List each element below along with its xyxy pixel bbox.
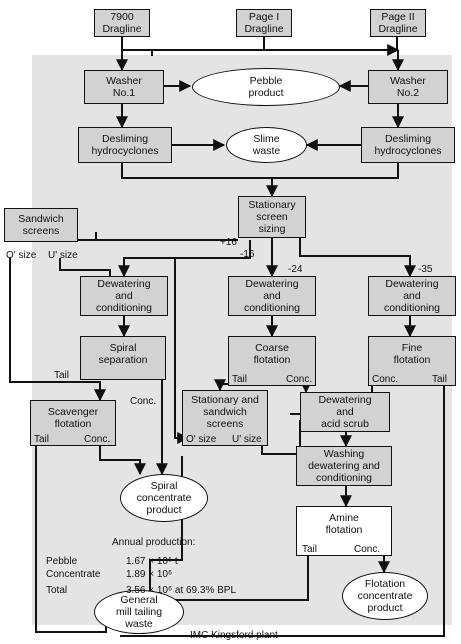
fine-tail-label: Tail xyxy=(432,374,448,385)
coarse-tail-label: Tail xyxy=(232,374,248,385)
dewatering-left-box: Dewatering and conditioning xyxy=(80,276,168,316)
minus24-label: -24 xyxy=(288,264,303,275)
general-mill-tailing-waste-ellipse: General mill tailing waste xyxy=(94,590,184,634)
plus16-label: +16 xyxy=(220,237,237,248)
spiral-separation-box: Spiral separation xyxy=(80,336,166,380)
o-size-left-label: O' size xyxy=(6,250,37,261)
production-value: 1.67 × 10⁶ t xyxy=(126,556,178,567)
scavenger-conc-label: Conc. xyxy=(84,434,111,445)
annual-production-title: Annual production: xyxy=(112,537,196,548)
u-size-mid-label: U' size xyxy=(232,434,262,445)
production-row: Concentrate 1.89 × 10⁶ xyxy=(46,568,286,581)
washer-1-box: Washer No.1 xyxy=(84,70,164,104)
coarse-conc-label: Conc. xyxy=(286,374,313,385)
o-size-mid-label: O' size xyxy=(186,434,217,445)
amine-tail-label: Tail xyxy=(302,544,318,555)
flotation-concentrate-product-ellipse: Flotation concentrate product xyxy=(342,572,428,620)
amine-flotation-box: Amine flotation xyxy=(296,506,392,556)
coarse-flotation-title: Coarse flotation xyxy=(253,342,291,366)
minus35-label: -35 xyxy=(418,264,433,275)
fine-flotation-box: Fine flotation xyxy=(368,336,456,386)
production-name: Concentrate xyxy=(46,569,101,580)
dragline-page1-box: Page I Dragline xyxy=(236,9,292,37)
dewatering-acid-scrub-box: Dewatering and acid scrub xyxy=(300,392,390,432)
slime-waste-ellipse: Slime waste xyxy=(226,127,307,163)
stationary-screen-sizing-box: Stationary screen sizing xyxy=(238,196,306,238)
scavenger-flotation-title: Scavenger flotation xyxy=(47,406,99,430)
washer-2-box: Washer No.2 xyxy=(368,70,448,104)
coarse-flotation-box: Coarse flotation xyxy=(228,336,316,386)
annual-production-block: Annual production: Pebble 1.67 × 10⁶ t C… xyxy=(46,536,286,597)
scavenger-tail-label: Tail xyxy=(34,434,50,445)
u-size-left-label: U' size xyxy=(48,250,78,261)
dragline-page2-box: Page II Dragline xyxy=(370,9,426,37)
production-value: 1.89 × 10⁶ xyxy=(126,569,173,580)
production-row: Pebble 1.67 × 10⁶ t xyxy=(46,555,286,568)
fine-conc-label: Conc. xyxy=(372,374,399,385)
spiral-separation-title: Spiral separation xyxy=(98,342,148,366)
annual-production-title-row: Annual production: xyxy=(46,536,286,549)
production-name: Total xyxy=(46,585,68,596)
amine-conc-label: Conc. xyxy=(354,544,381,555)
sandwich-screens-box: Sandwich screens xyxy=(4,208,78,242)
diagram-caption: IMC Kingsford plant xyxy=(190,630,278,641)
spiral-tail-label: Tail xyxy=(54,370,70,381)
desliming-1-box: Desliming hydrocyclones xyxy=(78,127,172,163)
pebble-product-ellipse: Pebble product xyxy=(192,68,340,106)
dewatering-middle-box: Dewatering and conditioning xyxy=(228,276,316,316)
spiral-concentrate-product-ellipse: Spiral concentrate product xyxy=(120,474,208,522)
desliming-2-box: Desliming hydrocyclones xyxy=(361,127,455,163)
washing-dewatering-box: Washing dewatering and conditioning xyxy=(296,446,392,486)
stationary-sandwich-title: Stationary and sandwich screens xyxy=(191,394,259,430)
production-row: Total 3.56 × 10⁶ at 69.3% BPL xyxy=(46,584,286,597)
dragline-7900-box: 7900 Dragline xyxy=(94,9,150,37)
fine-flotation-title: Fine flotation xyxy=(393,342,431,366)
scavenger-flotation-box: Scavenger flotation xyxy=(30,400,116,446)
stationary-sandwich-screens-box: Stationary and sandwich screens xyxy=(182,390,268,446)
production-value: 3.56 × 10⁶ at 69.3% BPL xyxy=(126,585,237,596)
dewatering-right-box: Dewatering and conditioning xyxy=(368,276,456,316)
production-name: Pebble xyxy=(46,556,78,567)
spiral-conc-label: Conc. xyxy=(130,396,157,407)
amine-flotation-title: Amine flotation xyxy=(325,512,363,536)
minus16-label: -16 xyxy=(240,249,255,260)
